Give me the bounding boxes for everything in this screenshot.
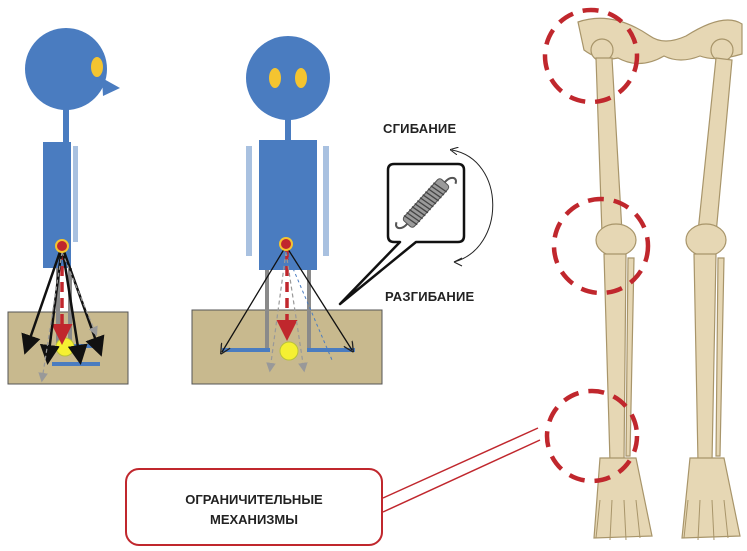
fibula-left [626, 258, 634, 456]
foot-front-left [222, 348, 270, 352]
foot-side [52, 362, 100, 366]
arm-side [73, 146, 78, 242]
arm-front-right [323, 146, 329, 256]
knee-left [596, 224, 636, 256]
figure-side-view [8, 28, 128, 384]
callout-pointer [383, 428, 540, 512]
femur-head-right [711, 39, 733, 61]
center-mass-dot-left [56, 338, 74, 356]
joint-left [56, 240, 68, 252]
callout-line-1: ОГРАНИЧИТЕЛЬНЫЕ [127, 490, 381, 510]
eye-side [90, 56, 104, 78]
neck-side [63, 108, 69, 142]
extension-label: РАЗГИБАНИЕ [385, 289, 474, 304]
head-front [246, 36, 330, 120]
center-mass-dot-middle [280, 342, 298, 360]
foot-front-right [307, 348, 355, 352]
nose [102, 78, 120, 96]
spring-callout [340, 150, 493, 304]
neck-front [285, 118, 291, 142]
femur-left [596, 58, 622, 234]
figure-front-view [192, 36, 382, 384]
callout-line-2: МЕХАНИЗМЫ [127, 510, 381, 530]
eye-front-left [268, 67, 282, 89]
eye-front-right [294, 67, 308, 89]
skeleton-legs [578, 18, 742, 540]
flexion-label: СГИБАНИЕ [383, 121, 456, 136]
knee-right [686, 224, 726, 256]
tibia-right [694, 254, 716, 462]
arm-front-left [246, 146, 252, 256]
leg-front-left [265, 270, 269, 348]
foot-right [682, 458, 740, 538]
joint-middle [280, 238, 292, 250]
tibia-left [604, 254, 626, 462]
callout-text: ОГРАНИЧИТЕЛЬНЫЕ МЕХАНИЗМЫ [127, 490, 381, 530]
femur-right [698, 58, 732, 234]
fibula-right [716, 258, 724, 456]
callout-box: ОГРАНИЧИТЕЛЬНЫЕ МЕХАНИЗМЫ [125, 468, 383, 546]
